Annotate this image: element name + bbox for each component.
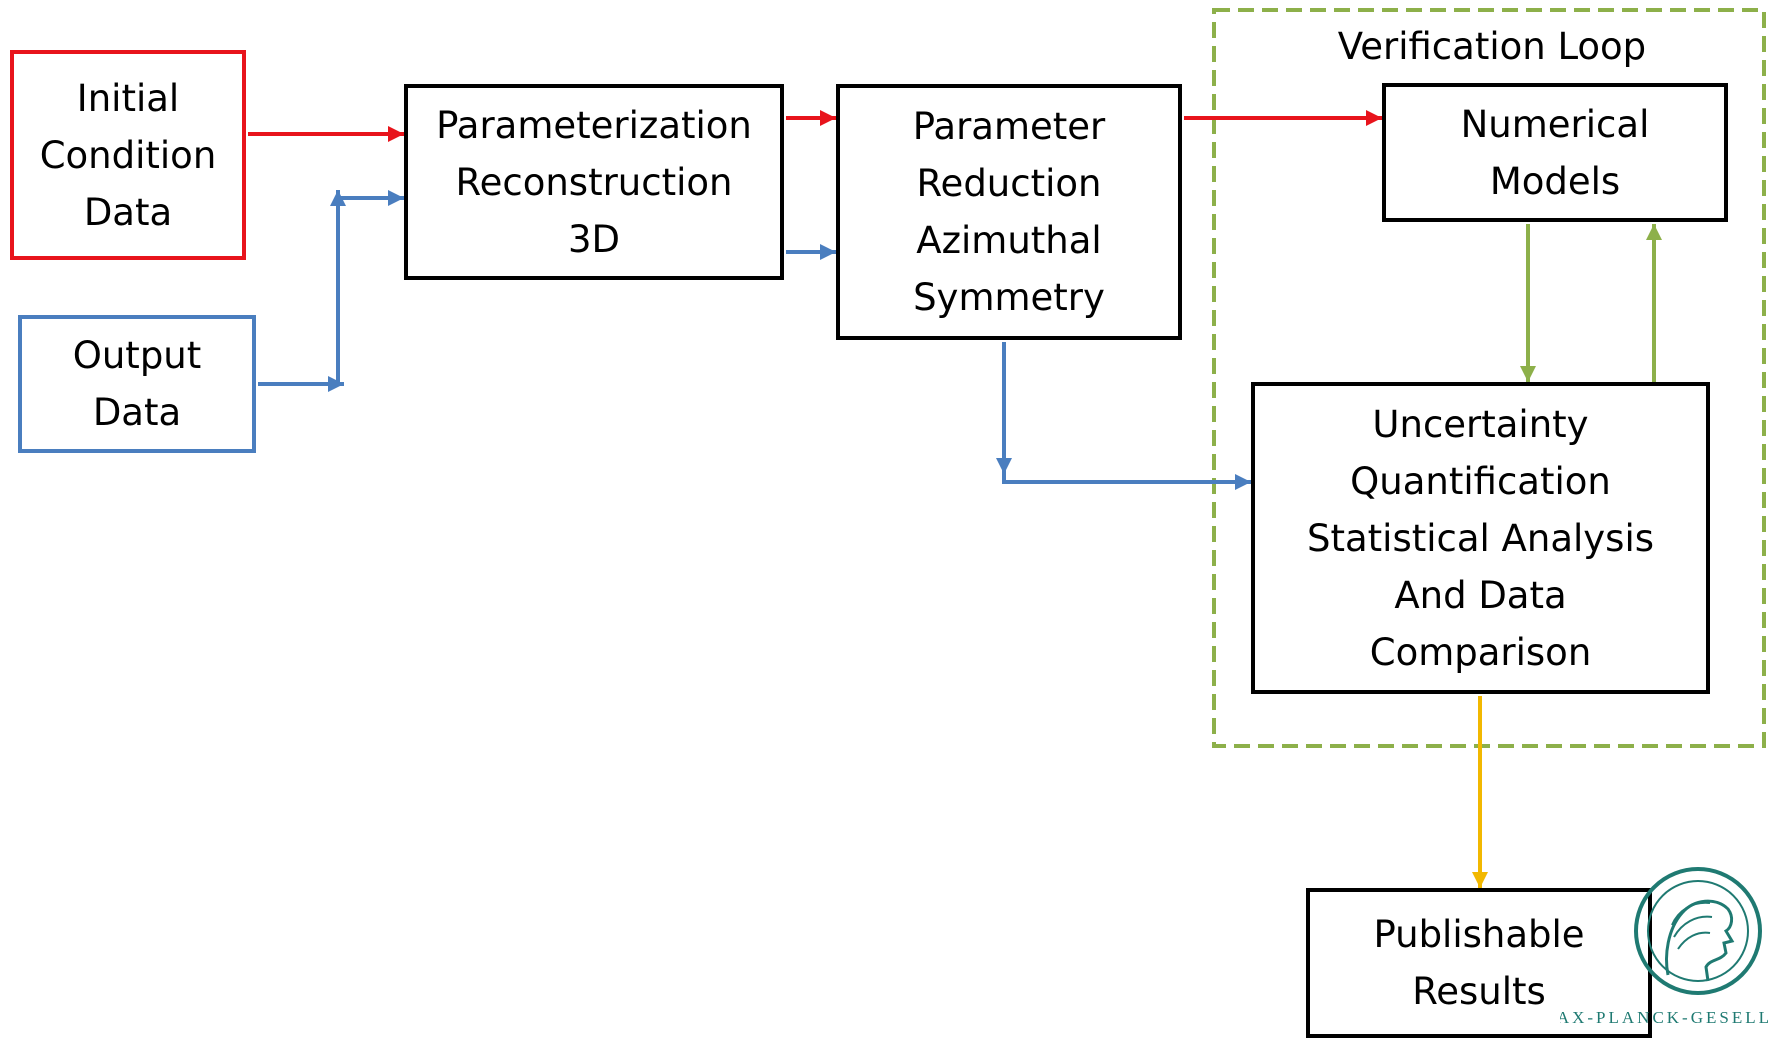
box-line: Numerical [1460, 102, 1650, 146]
box-line: Azimuthal [916, 219, 1102, 262]
parameterization-box: Parameterization Reconstruction 3D [404, 84, 784, 280]
box-line: 3D [567, 217, 621, 261]
box-line: Comparison [1369, 630, 1592, 674]
box-line: And Data [1394, 573, 1567, 617]
verification-loop-title: Verification Loop [1337, 25, 1647, 68]
arrow-reduction-to-uncertainty [1002, 474, 1251, 490]
box-line: Symmetry [913, 276, 1105, 319]
box-line: Data [83, 190, 173, 234]
uncertainty-quantification-box: Uncertainty Quantification Statistical A… [1251, 382, 1710, 694]
numerical-models-box: Numerical Models [1382, 83, 1728, 222]
parameter-reduction-box: Parameter Reduction Azimuthal Symmetry [836, 84, 1182, 340]
publishable-results-box: Publishable Results [1306, 888, 1652, 1038]
box-line: Uncertainty [1372, 402, 1589, 446]
box-line: Statistical Analysis [1306, 516, 1655, 560]
box-line: Parameter [912, 105, 1106, 148]
box-line: Initial [76, 76, 180, 120]
box-line: Reduction [916, 162, 1102, 205]
initial-condition-data-box: Initial Condition Data [10, 50, 246, 260]
verification-loop-region [1212, 8, 1766, 748]
arrow-output-to-parameterization [258, 190, 404, 386]
max-planck-minerva-logo-icon: MAX-PLANCK-GESELL [1560, 867, 1772, 1027]
box-line: Data [92, 391, 182, 434]
logo-text: MAX-PLANCK-GESELL [1560, 1008, 1772, 1027]
box-line: Models [1489, 159, 1621, 203]
box-line: Condition [39, 133, 217, 177]
box-line: Reconstruction [455, 160, 733, 204]
box-line: Parameterization [436, 103, 752, 147]
box-line: Results [1412, 970, 1546, 1013]
box-line: Publishable [1373, 913, 1585, 956]
box-line: Quantification [1350, 459, 1611, 503]
output-data-box: Output Data [18, 315, 256, 453]
box-line: Output [72, 334, 202, 377]
